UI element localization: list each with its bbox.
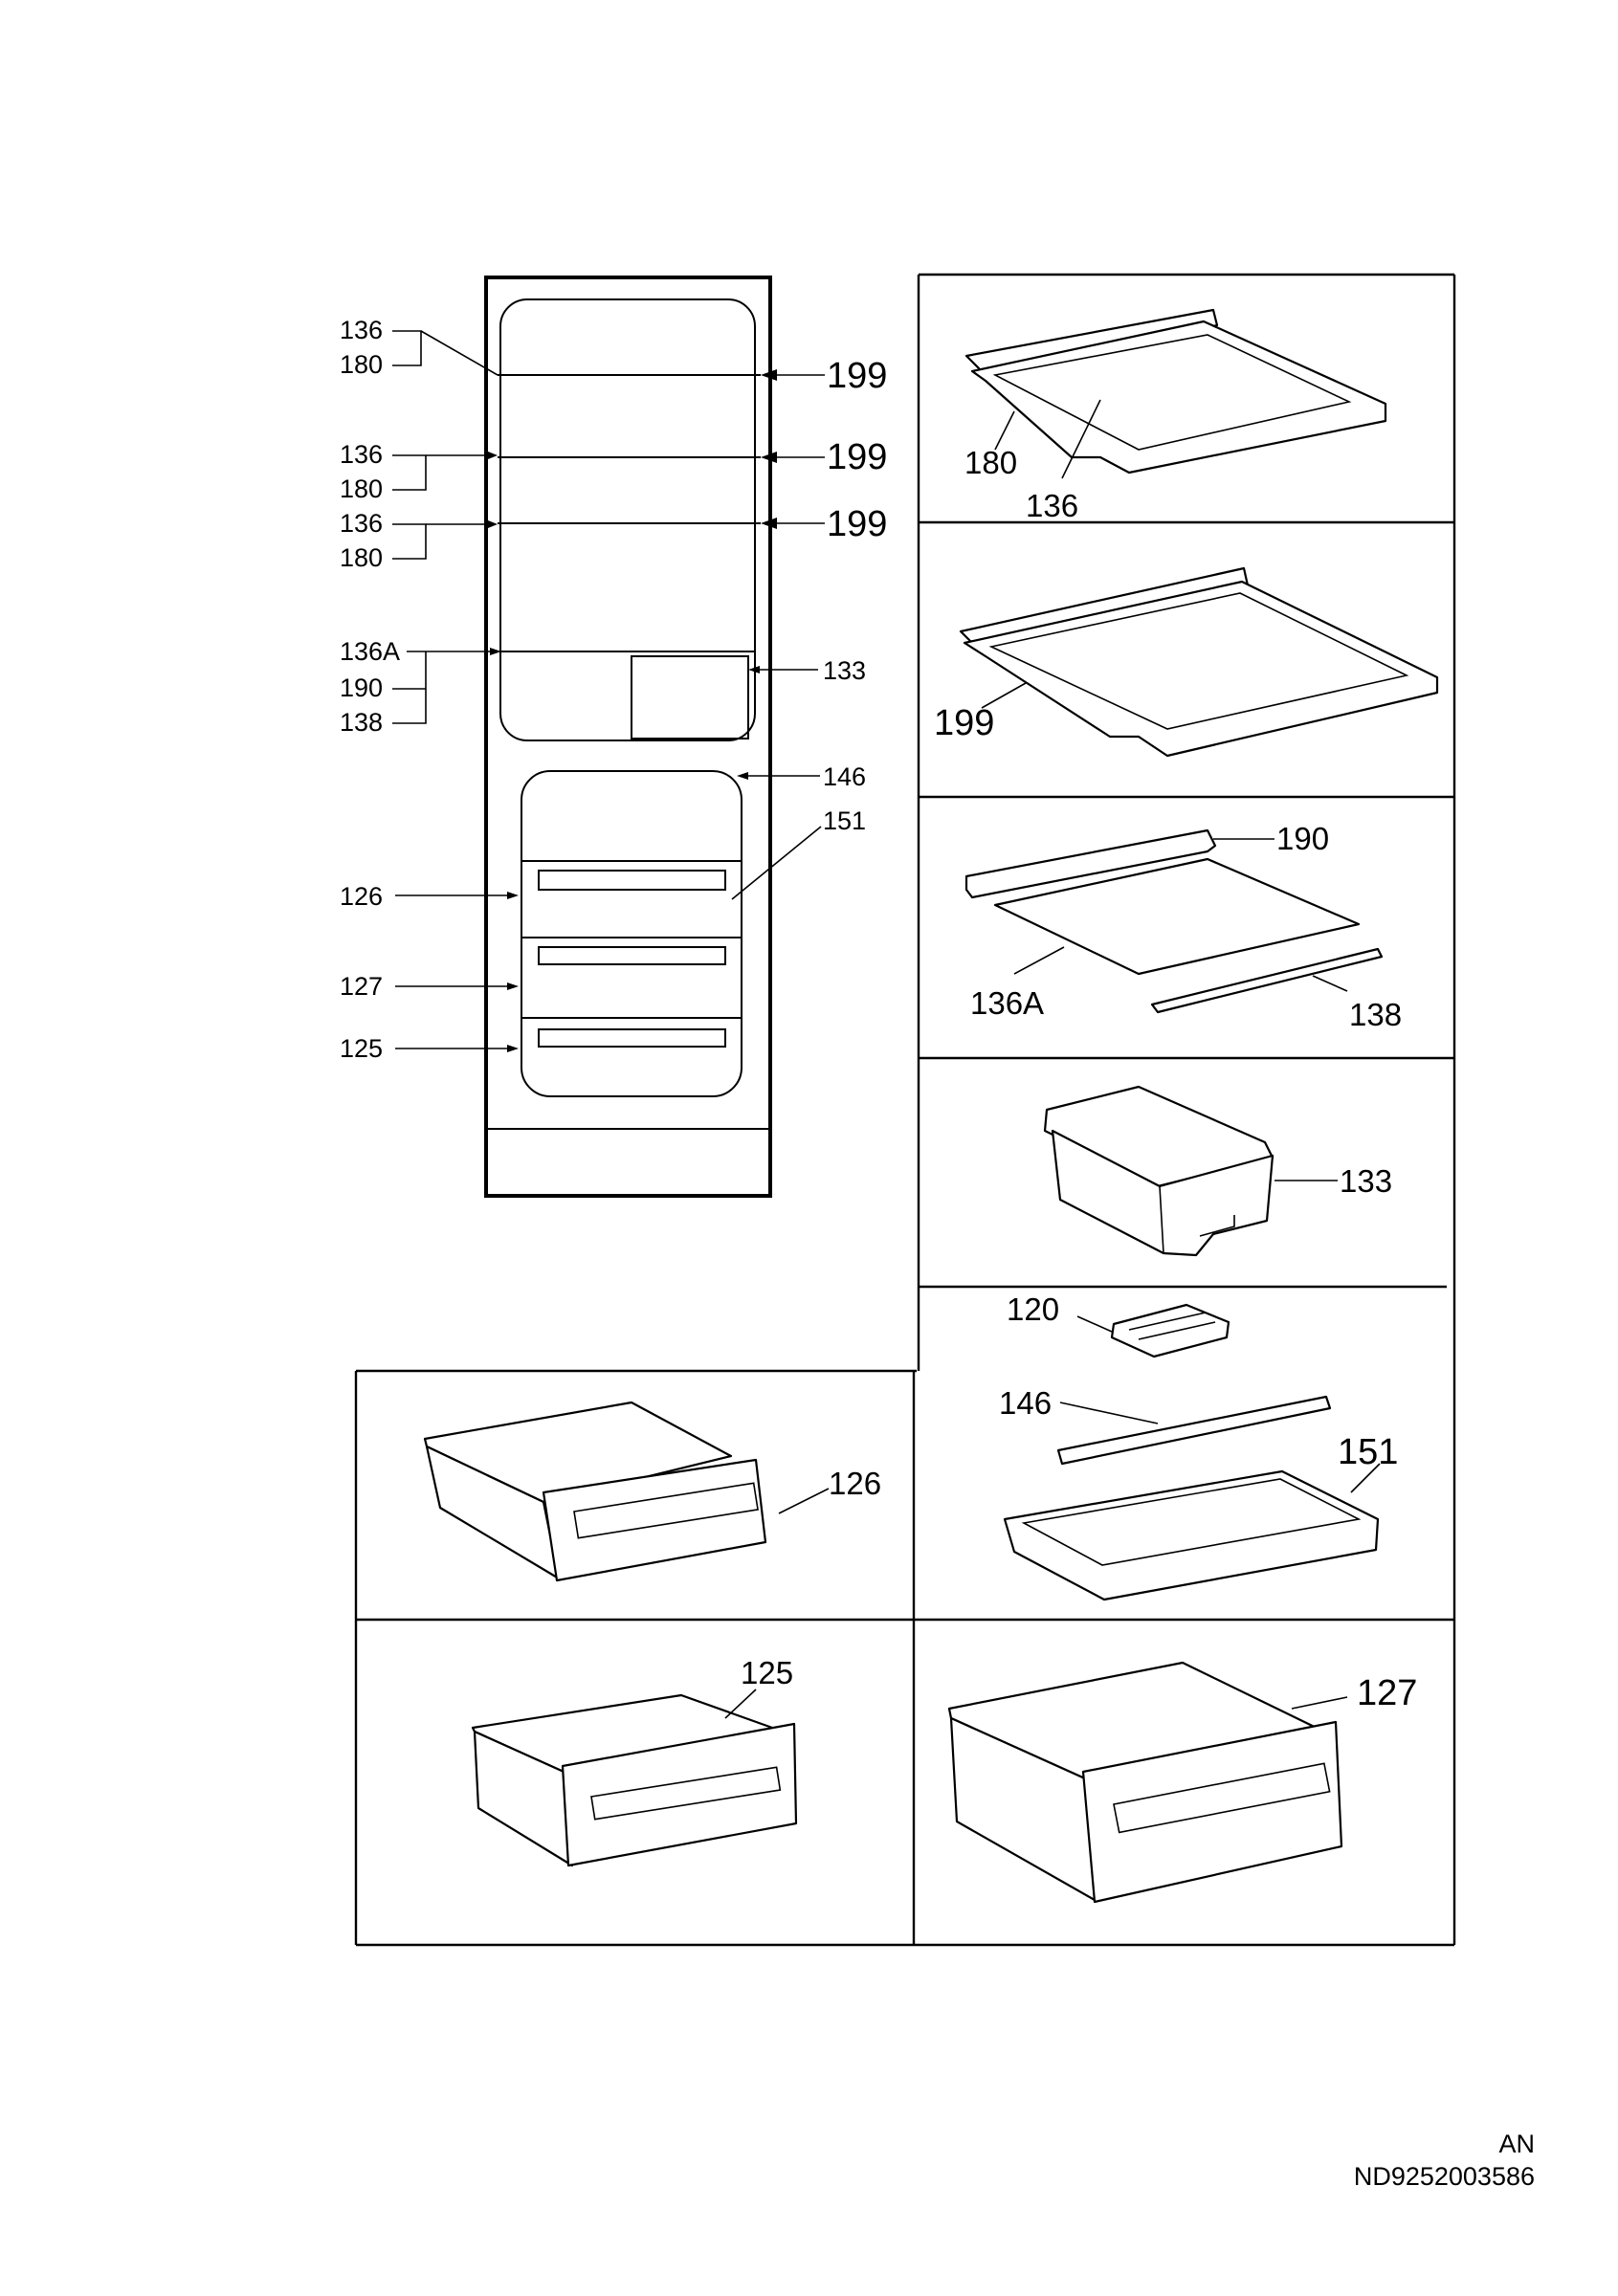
panel-drawer-125: 125 [471,1655,798,1867]
label-125: 125 [340,1034,383,1063]
fridge-compartment [499,298,756,741]
label-120: 120 [1007,1292,1059,1327]
footer-code-an: AN [1498,2130,1535,2158]
label-146: 146 [999,1385,1052,1421]
label-199: 199 [827,504,887,544]
tray-151 [1003,1469,1380,1601]
label-125: 125 [741,1655,793,1690]
panel-grid [354,273,1456,1947]
panel-drawer-126: 126 [423,1401,881,1582]
label-138: 138 [340,708,383,737]
label-190: 190 [1276,821,1329,856]
label-136a: 136A [970,985,1044,1021]
trim-146 [1056,1395,1332,1466]
cabinet-outline [484,276,772,1198]
drawer-front [561,1722,798,1867]
label-133: 133 [1340,1163,1392,1199]
panel-drawer-127: 127 [947,1661,1417,1904]
label-199: 199 [934,703,994,743]
glass-shelf [963,580,1439,758]
label-133: 133 [823,656,866,685]
label-127: 127 [340,972,383,1001]
label-136a: 136A [340,637,400,666]
panel-shelf-199: 199 [934,566,1439,758]
label-126: 126 [340,882,383,911]
drawer-handle [590,1766,782,1821]
label-199: 199 [827,356,887,396]
label-151: 151 [823,806,866,835]
label-136: 136 [340,509,383,538]
drawer-handle [1113,1762,1331,1834]
panel-tray-120-146-151: 120 146 151 [999,1292,1398,1601]
label-126: 126 [829,1466,881,1501]
drawer-handle [573,1482,759,1539]
drawer-handle-3 [538,1028,726,1048]
label-136: 136 [340,440,383,469]
label-180: 180 [340,543,383,572]
freezer-compartment [521,770,743,1097]
label-127: 127 [1357,1673,1417,1713]
drawer-handle-2 [538,946,726,965]
trim-138 [1150,947,1384,1014]
footer-drawing-number: ND9252003586 [1354,2162,1535,2191]
glass-shelf-136a [993,857,1361,976]
front-trim-190 [964,828,1217,899]
panel-shelf-136-180: 180 136 [964,308,1387,523]
label-180: 180 [964,445,1017,480]
label-136: 136 [1026,488,1078,523]
label-136: 136 [340,316,383,344]
label-146: 146 [823,762,866,791]
drawer-front [1081,1720,1343,1904]
label-180: 180 [340,475,383,503]
panel-box-133: 133 [1043,1085,1392,1257]
box-133-outline [631,655,749,740]
label-199: 199 [827,437,887,477]
panel-shelf-136a-190-138: 190 136A 138 [964,821,1402,1032]
label-180: 180 [340,350,383,379]
box-body [1051,1129,1274,1257]
drawer-handle-1 [538,870,726,891]
label-190: 190 [340,673,383,702]
label-138: 138 [1349,997,1402,1032]
label-151: 151 [1338,1432,1398,1472]
cabinet-overview: 136 180 136 180 136 180 136A 190 138 126… [340,276,887,1198]
right-leaders [731,369,825,900]
left-leaders [392,330,519,1052]
ice-tray-120 [1110,1303,1230,1358]
